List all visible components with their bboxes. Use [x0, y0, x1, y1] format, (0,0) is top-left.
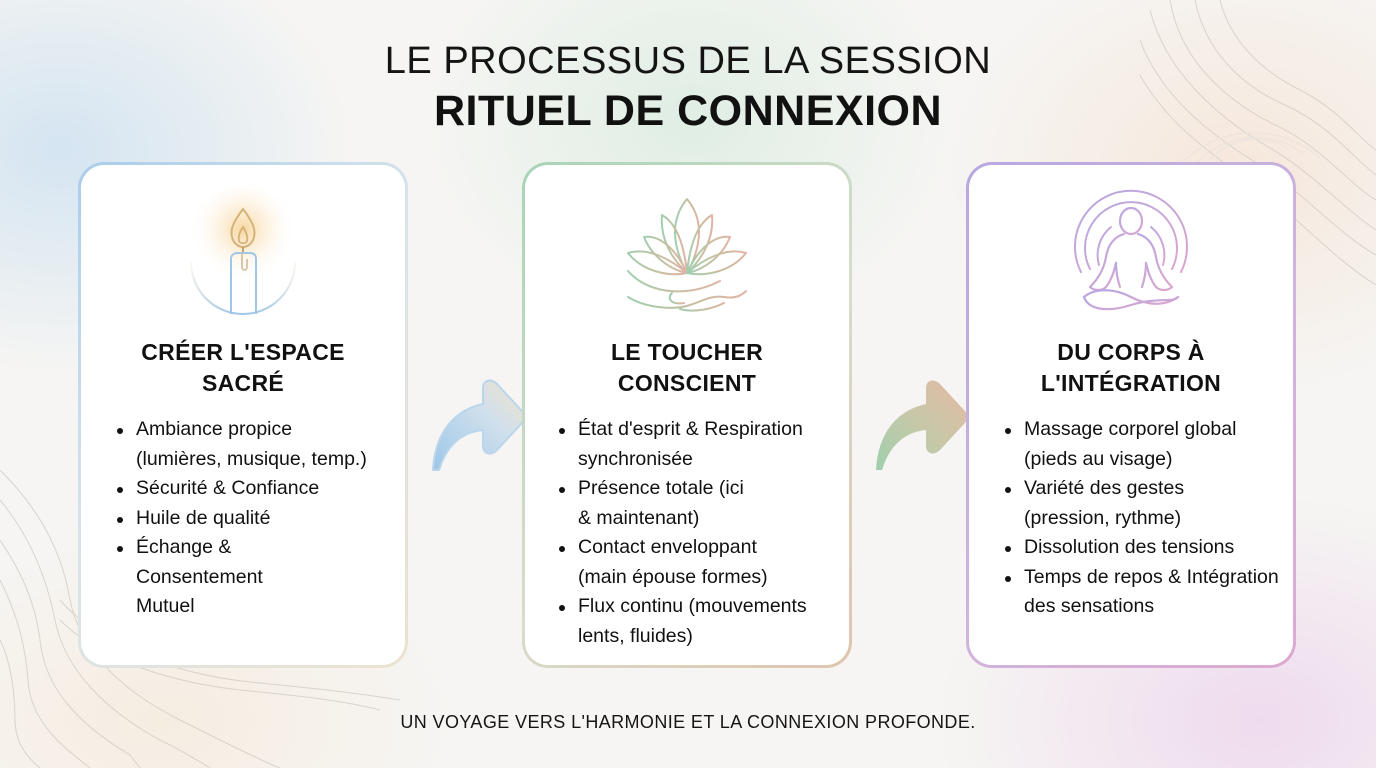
list-item: Huile de qualité	[115, 504, 391, 534]
list-item: Dissolution des tensions	[1003, 533, 1279, 563]
list-item: Contact enveloppant (main épouse formes)	[557, 533, 835, 592]
step-title: CRÉER L'ESPACE SACRÉ	[81, 337, 405, 399]
list-item: Sécurité & Confiance	[115, 474, 391, 504]
step-title-line: DU CORPS À	[1057, 339, 1205, 365]
arrow-right-icon	[432, 379, 525, 471]
step-title-line: CONSCIENT	[617, 370, 757, 396]
footer-tagline: UN VOYAGE VERS L'HARMONIE ET LA CONNEXIO…	[400, 712, 976, 732]
meditation-figure-icon	[1074, 189, 1188, 311]
page-title: RITUEL DE CONNEXION	[433, 87, 943, 135]
header: LE PROCESSUS DE LA SESSION RITUEL DE CON…	[0, 38, 1376, 138]
lotus-hand-icon	[627, 198, 747, 312]
candle-icon	[183, 187, 303, 315]
step-title-line: SACRÉ	[201, 370, 284, 396]
step-items-list: Ambiance propice (lumières, musique, tem…	[115, 415, 391, 622]
step-title-line: LE TOUCHER	[610, 339, 764, 365]
step-items-list: État d'esprit & Respiration synchronisée…	[557, 415, 835, 651]
list-item: Ambiance propice (lumières, musique, tem…	[115, 415, 391, 474]
list-item: Présence totale (ici & maintenant)	[557, 474, 835, 533]
step-title: LE TOUCHER CONSCIENT	[525, 337, 849, 399]
list-item: Temps de repos & Intégration des sensati…	[1003, 563, 1279, 622]
list-item: Variété des gestes (pression, rythme)	[1003, 474, 1279, 533]
step-card-conscious-touch: LE TOUCHER CONSCIENT État d'esprit & Res…	[522, 162, 852, 668]
list-item: Massage corporel global (pieds au visage…	[1003, 415, 1279, 474]
step-title-line: L'INTÉGRATION	[1040, 370, 1222, 396]
step-card-create-space: CRÉER L'ESPACE SACRÉ Ambiance propice (l…	[78, 162, 408, 668]
list-item: Flux continu (mouvements lents, fluides)	[557, 592, 835, 651]
list-item: État d'esprit & Respiration synchronisée	[557, 415, 835, 474]
step-title: DU CORPS À L'INTÉGRATION	[969, 337, 1293, 399]
list-item: Échange & Consentement Mutuel	[115, 533, 391, 622]
page-subtitle: LE PROCESSUS DE LA SESSION	[384, 40, 992, 82]
arrow-right-icon	[876, 380, 967, 470]
step-title-line: CRÉER L'ESPACE	[141, 339, 345, 365]
step-card-body-integration: DU CORPS À L'INTÉGRATION Massage corpore…	[966, 162, 1296, 668]
step-items-list: Massage corporel global (pieds au visage…	[1003, 415, 1279, 622]
